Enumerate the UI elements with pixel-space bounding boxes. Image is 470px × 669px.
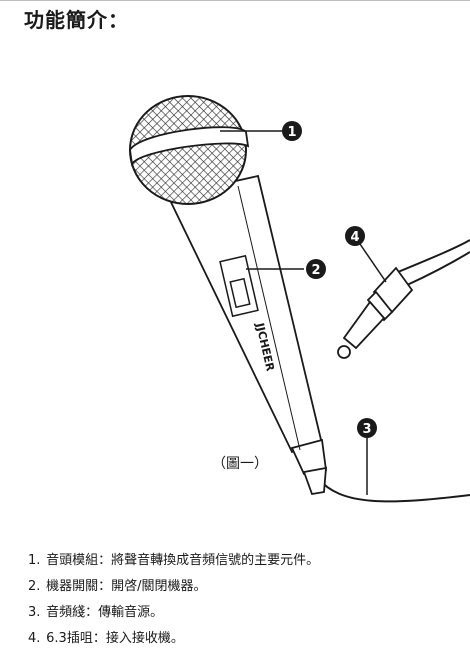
microphone-diagram: JJCHEER 1 2 3 4 bbox=[129, 95, 470, 503]
item-number: 2. bbox=[28, 579, 41, 594]
item-text: 音頻綫：傳輸音源。 bbox=[46, 605, 164, 620]
figure-caption: （圖一） bbox=[212, 456, 268, 472]
jack-plug bbox=[337, 266, 414, 359]
callout-2-label: 2 bbox=[311, 263, 320, 278]
callout-2: 2 bbox=[246, 259, 326, 279]
list-item: 1. 音頭模組：將聲音轉換成音頻信號的主要元件。 bbox=[28, 552, 319, 578]
callout-4-label: 4 bbox=[350, 230, 359, 245]
callout-3: 3 bbox=[357, 418, 377, 495]
callout-1-label: 1 bbox=[287, 125, 296, 140]
microphone-cable bbox=[317, 477, 470, 503]
list-item: 3. 音頻綫：傳輸音源。 bbox=[28, 604, 319, 630]
item-number: 4. bbox=[28, 631, 41, 646]
item-number: 3. bbox=[28, 605, 41, 620]
top-rule bbox=[0, 0, 470, 1]
list-item: 2. 機器開關：開啓/關閉機器。 bbox=[28, 578, 319, 604]
callout-1: 1 bbox=[220, 121, 302, 141]
list-item: 4. 6.3插咀：接入接收機。 bbox=[28, 630, 319, 656]
feature-list: 1. 音頭模組：將聲音轉換成音頻信號的主要元件。 2. 機器開關：開啓/關閉機器… bbox=[28, 552, 319, 656]
grille-ring bbox=[129, 126, 250, 167]
item-number: 1. bbox=[28, 553, 41, 568]
callout-3-label: 3 bbox=[362, 422, 371, 437]
item-text: 6.3插咀：接入接收機。 bbox=[46, 631, 184, 646]
item-text: 機器開關：開啓/關閉機器。 bbox=[46, 579, 207, 594]
item-text: 音頭模組：將聲音轉換成音頻信號的主要元件。 bbox=[46, 553, 320, 568]
power-switch bbox=[219, 254, 259, 318]
section-title: 功能簡介： bbox=[24, 8, 129, 32]
callout-4: 4 bbox=[345, 226, 387, 283]
